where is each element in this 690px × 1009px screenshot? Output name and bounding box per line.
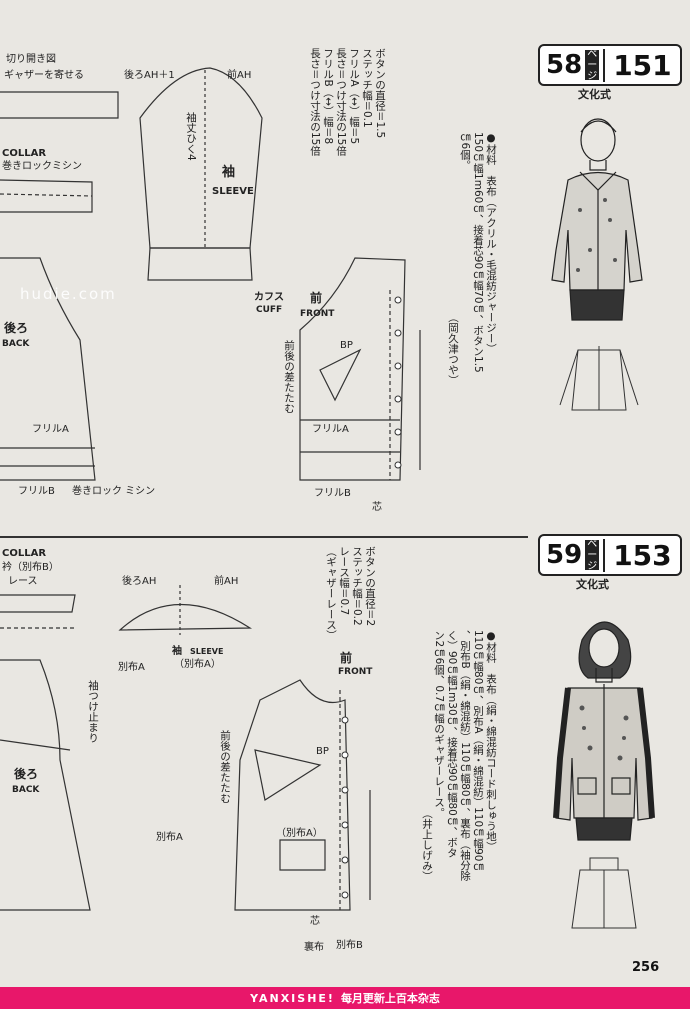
model59-illustration — [553, 621, 655, 929]
label-bp2: BP — [316, 746, 329, 757]
pattern58-materials: ●材料 表布（アクリル・毛混紡ジャージー） 150㎝幅1m60㎝、接着芯90㎝幅… — [459, 132, 497, 373]
label-back-ah2: 後ろAH — [122, 574, 156, 587]
pattern59-notes: ボタンの直径＝2 ステッチ幅＝0.2 レース幅＝0.7 （ギャザーレース） — [325, 546, 376, 641]
label-sleeve: 袖 — [222, 164, 235, 180]
pattern58-badge: 58 ページ 151 — [538, 44, 682, 86]
label-fabric-a2: 別布A — [156, 831, 183, 843]
pattern58-style: 文化式 — [578, 88, 611, 101]
label-front-ah: 前AH — [227, 68, 251, 81]
label-front2: 前 — [340, 650, 352, 665]
pattern59-code: 153 — [603, 538, 679, 572]
label-bp: BP — [340, 340, 353, 351]
label-frill-a-back: フリルA — [32, 424, 69, 435]
pattern58-unit: ページ — [585, 48, 600, 82]
label-cuff-en: CUFF — [256, 305, 282, 315]
label-pocket: （別布A） — [276, 827, 323, 839]
model58-illustration — [551, 118, 643, 411]
label-fabric-a: 別布A — [118, 661, 145, 673]
section-divider — [0, 536, 528, 538]
label-diff2: 前後の差たたむ — [219, 730, 231, 804]
label-fabric-b: 別布B — [336, 939, 363, 951]
banner-slogan: 每月更新上百本杂志 — [340, 992, 440, 1005]
label-core: 芯 — [310, 914, 320, 927]
label-cuff: カフス — [254, 291, 284, 303]
pattern58-page: 58 — [546, 50, 583, 80]
sleeve-note: 袖丈ひく4 — [185, 112, 197, 161]
label-sleeve-en: SLEEVE — [212, 186, 254, 197]
label-lock: 巻きロックミシン — [2, 160, 82, 172]
label-back2: 後ろ — [14, 766, 38, 781]
pattern59-unit: ページ — [585, 538, 600, 572]
label-front-en: FRONT — [300, 309, 335, 319]
pattern58-designer: （岡久津つや） — [447, 312, 459, 386]
label-sleeve-stop: 袖つけ止まり — [87, 680, 99, 743]
pattern58-code: 151 — [603, 48, 679, 82]
pattern59-page: 59 — [546, 540, 583, 570]
label-gather: ギャザーを寄せる — [4, 68, 84, 81]
label-lining: 裏布 — [304, 940, 324, 953]
label-back-ah: 後ろAH＋1 — [124, 68, 175, 81]
label-back2-en: BACK — [12, 785, 40, 795]
upper-pattern-diagram: 切り開き図 ギャザーを寄せる COLLAR 巻きロックミシン 後ろAH＋1 前A… — [0, 53, 421, 513]
diff-note: 前後の差たたむ — [283, 340, 295, 414]
label-lace: レース — [8, 576, 38, 587]
label-cut: 切り開き図 — [6, 53, 56, 65]
label-back-en: BACK — [2, 339, 30, 349]
label-collar: COLLAR — [2, 148, 46, 159]
label-sleeve-fabric: （別布A） — [174, 658, 221, 670]
page-number: 256 — [632, 960, 660, 975]
label-frill-b-back: フリルB — [18, 486, 55, 497]
label-collar2: COLLAR — [2, 548, 46, 559]
lower-pattern-diagram: COLLAR 衿（別布B） レース 後ろAH 前AH 袖 SLEEVE （別布A… — [0, 548, 373, 953]
footer-banner: YANXISHE! 每月更新上百本杂志 — [0, 987, 690, 1009]
watermark: hudie.com — [20, 285, 117, 303]
label-collar-b: 衿（別布B） — [2, 560, 59, 573]
label-front-ah2: 前AH — [214, 574, 238, 587]
label-fold: 芯 — [372, 500, 382, 513]
label-back: 後ろ — [4, 320, 28, 335]
pattern59-style: 文化式 — [576, 578, 609, 591]
label-frill-a-front: フリルA — [312, 424, 349, 435]
label-front: 前 — [310, 290, 322, 305]
label-frill-b-front: フリルB — [314, 488, 351, 499]
pattern59-materials: ●材料 表布（絹・綿混紡コード刺しゅう地） 110㎝幅80㎝、別布A（絹・綿混紡… — [433, 630, 497, 881]
label-sleeve2-en: SLEEVE — [190, 647, 223, 656]
label-lock2: 巻きロック ミシン — [72, 485, 155, 497]
label-front2-en: FRONT — [338, 667, 373, 677]
label-sleeve2: 袖 — [171, 644, 182, 657]
banner-brand: YANXISHE! — [250, 991, 335, 1005]
pattern59-badge: 59 ページ 153 — [538, 534, 682, 576]
pattern58-notes: ボタンの直径＝1.5 ステッチ幅＝0.1 フリルA（↔）幅＝5 長さ＝つけ寸法の… — [309, 48, 386, 156]
pattern59-designer: （井上しげみ） — [421, 808, 433, 882]
